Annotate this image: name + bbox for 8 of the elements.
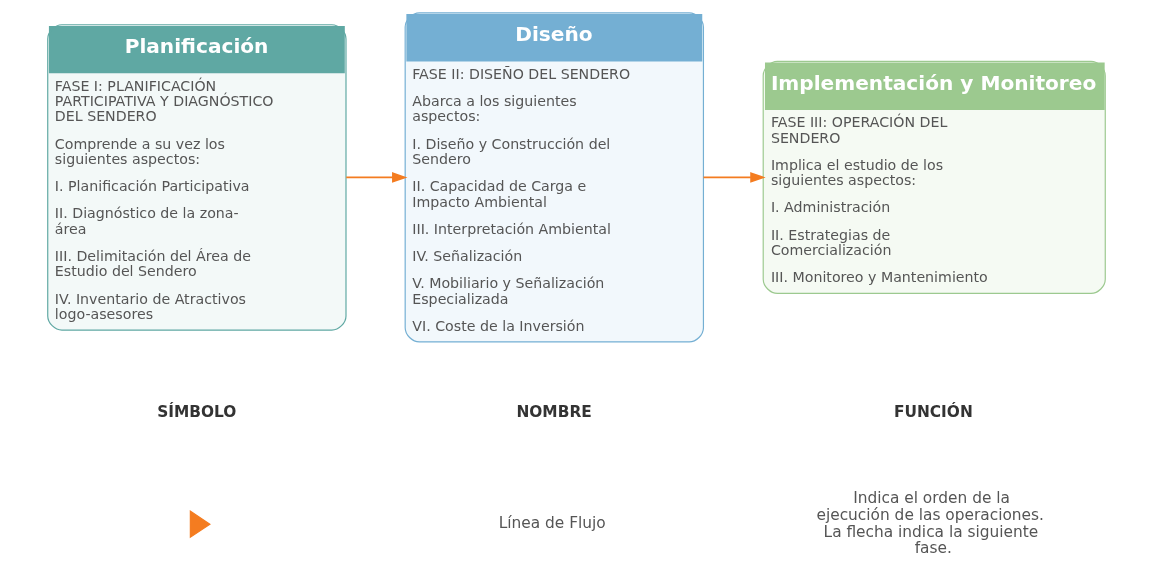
label: NOMBRE [516, 402, 592, 421]
label: FUNCIÓN [894, 402, 973, 421]
label: Línea de Flujo [498, 514, 606, 533]
arrow [702, 172, 766, 183]
label: Indica el orden de la ejecución de las operaciones. La flecha indica la siguiente fase. [816, 489, 1044, 558]
arrow [345, 172, 408, 183]
label: SÍMBOLO [157, 402, 237, 421]
node-triangle [189, 510, 211, 539]
